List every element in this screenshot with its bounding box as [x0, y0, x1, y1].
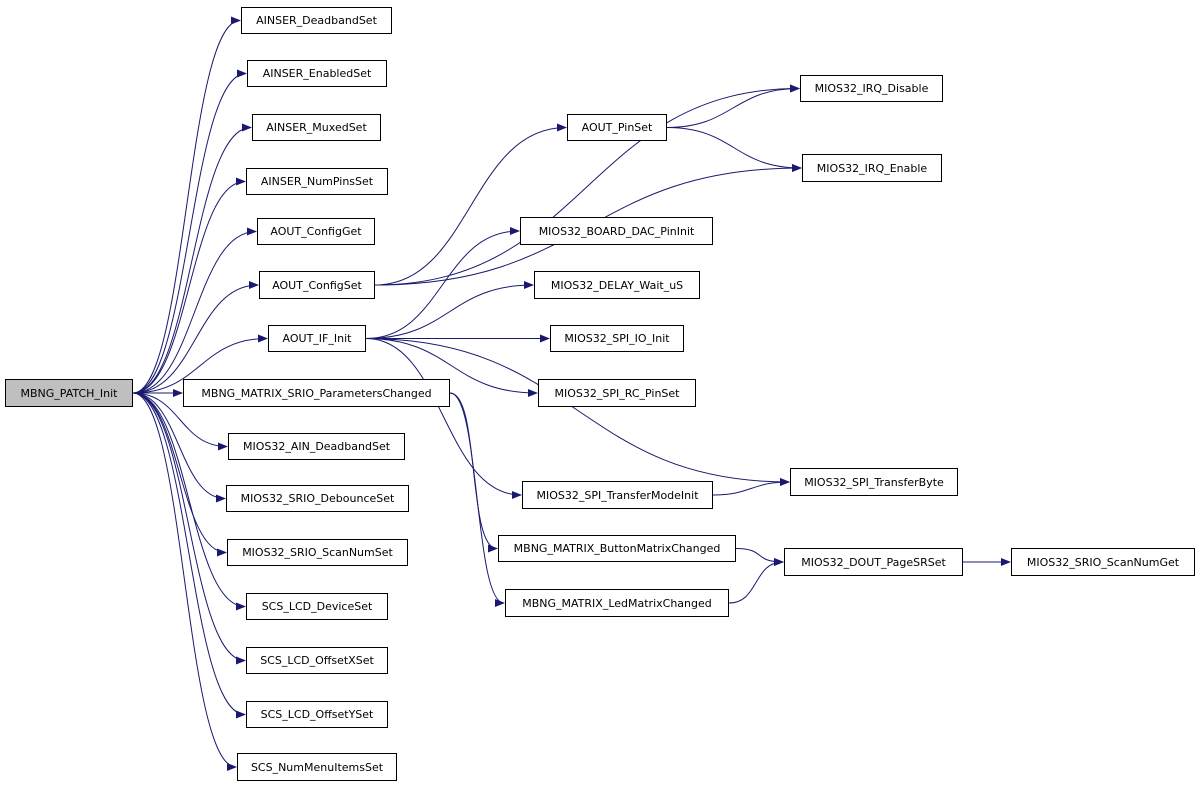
edge-c07-d06 — [365, 338, 522, 499]
node-ainser-muxedset[interactable]: AINSER_MuxedSet — [252, 114, 381, 141]
node-mbng-matrix-srio-parameterschanged[interactable]: MBNG_MATRIX_SRIO_ParametersChanged — [183, 379, 450, 407]
edge-root-c12 — [132, 392, 246, 611]
node-mios32-spi-transferbyte[interactable]: MIOS32_SPI_TransferByte — [790, 468, 958, 496]
node-mios32-spi-rc-pinset[interactable]: MIOS32_SPI_RC_PinSet — [538, 379, 696, 407]
node-mios32-srio-scannumset[interactable]: MIOS32_SRIO_ScanNumSet — [227, 539, 408, 566]
edge-root-c07 — [132, 334, 268, 394]
node-ainser-deadbandset[interactable]: AINSER_DeadbandSet — [241, 7, 392, 34]
edge-root-c15 — [132, 392, 237, 771]
edge-root-c14 — [132, 392, 246, 719]
node-scs-nummenuitemsset[interactable]: SCS_NumMenuItemsSet — [237, 753, 397, 781]
node-scs-lcd-offsetyset[interactable]: SCS_LCD_OffsetYSet — [246, 701, 388, 728]
node-aout-pinset[interactable]: AOUT_PinSet — [567, 114, 667, 141]
node-mios32-srio-scannumget[interactable]: MIOS32_SRIO_ScanNumGet — [1011, 548, 1195, 576]
edge-d08-e04 — [728, 558, 784, 604]
edge-root-c03 — [132, 123, 252, 394]
edge-root-c10 — [132, 392, 226, 503]
edge-d01-e01 — [666, 84, 800, 128]
node-mios32-srio-debounceset[interactable]: MIOS32_SRIO_DebounceSet — [226, 485, 409, 512]
edge-root-c06 — [132, 281, 259, 394]
node-mios32-irq-disable[interactable]: MIOS32_IRQ_Disable — [800, 75, 943, 102]
edge-root-c05 — [132, 227, 257, 394]
node-mios32-ain-deadbandset[interactable]: MIOS32_AIN_DeadbandSet — [228, 433, 405, 460]
edge-root-c09 — [132, 392, 228, 451]
node-mbng-matrix-buttonmatrixchanged[interactable]: MBNG_MATRIX_ButtonMatrixChanged — [498, 535, 736, 562]
edge-d07-e04 — [735, 548, 784, 566]
edge-root-c01 — [132, 16, 241, 394]
edge-d01-e02 — [666, 127, 802, 172]
node-scs-lcd-deviceset[interactable]: SCS_LCD_DeviceSet — [246, 593, 388, 620]
edge-root-c11 — [132, 392, 227, 557]
node-aout-configget[interactable]: AOUT_ConfigGet — [257, 218, 375, 245]
node-aout-if-init[interactable]: AOUT_IF_Init — [268, 325, 366, 352]
node-ainser-numpinsset[interactable]: AINSER_NumPinsSet — [246, 168, 388, 195]
node-mbng-patch-init[interactable]: MBNG_PATCH_Init — [5, 379, 133, 407]
node-mios32-spi-io-init[interactable]: MIOS32_SPI_IO_Init — [550, 325, 684, 352]
node-mios32-irq-enable[interactable]: MIOS32_IRQ_Enable — [802, 154, 942, 182]
node-ainser-enabledset[interactable]: AINSER_EnabledSet — [247, 60, 387, 87]
node-aout-configset[interactable]: AOUT_ConfigSet — [259, 271, 375, 299]
node-mios32-delay-wait-us[interactable]: MIOS32_DELAY_Wait_uS — [534, 271, 700, 299]
edge-c07-e03 — [365, 338, 790, 486]
node-scs-lcd-offsetxset[interactable]: SCS_LCD_OffsetXSet — [246, 647, 388, 674]
edge-c07-d05 — [365, 338, 538, 397]
node-mios32-dout-pagesrset[interactable]: MIOS32_DOUT_PageSRSet — [784, 548, 963, 576]
edge-d06-e03 — [712, 478, 790, 496]
edge-c07-d02 — [365, 227, 520, 339]
node-mios32-board-dac-pininit[interactable]: MIOS32_BOARD_DAC_PinInit — [520, 217, 713, 245]
node-mios32-spi-transfermodeinit[interactable]: MIOS32_SPI_TransferModeInit — [522, 481, 713, 509]
edge-c07-d03 — [365, 281, 534, 339]
edge-root-c04 — [132, 177, 246, 394]
edge-root-c13 — [132, 392, 246, 665]
node-mbng-matrix-ledmatrixchanged[interactable]: MBNG_MATRIX_LedMatrixChanged — [505, 589, 729, 617]
edge-c06-d01 — [374, 123, 567, 286]
edge-c08-d08 — [449, 392, 505, 607]
edge-c06-e01 — [374, 84, 800, 286]
edge-root-c02 — [132, 69, 247, 394]
